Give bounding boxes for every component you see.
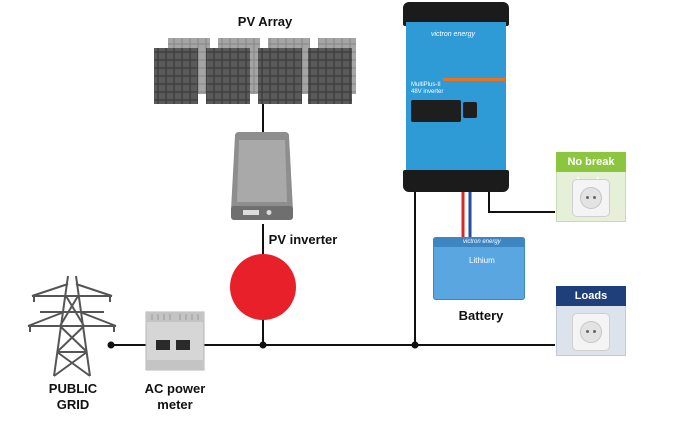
lithium-battery: victron energy Lithium [433, 237, 525, 300]
ac-meter-label-line1: AC power [144, 381, 206, 396]
loads-socket-icon [573, 314, 609, 350]
pv-inverter-icon [231, 132, 293, 220]
multiplus-orange-stripe [443, 78, 505, 81]
multiplus-junction-dot [411, 341, 419, 349]
multiplus-model-line1: MultiPlus-II [411, 82, 441, 88]
multiplus-model-line2: 48V inverter [411, 89, 444, 95]
multiplus-inverter-charger: victron energy MultiPlus-II 48V inverter [403, 2, 509, 192]
grid-junction-dot [107, 341, 115, 349]
ac-power-meter-icon [145, 311, 205, 371]
multiplus-panel-switch [463, 102, 477, 118]
pv-inverter-label: PV inverter [268, 232, 338, 247]
loads-box: Loads [556, 286, 626, 356]
ac-indicator-circle [230, 254, 296, 320]
public-grid-label-line2: GRID [56, 397, 90, 412]
loads-title: Loads [556, 286, 626, 306]
no-break-loads-socket-icon [573, 180, 609, 216]
battery-brand: victron energy [463, 239, 501, 245]
pv-junction-dot [259, 341, 267, 349]
no-break-loads-title: No break loads [556, 152, 626, 188]
pv-array-icon [154, 38, 356, 104]
public-grid-label-line1: PUBLIC [48, 381, 98, 396]
battery-label: Battery [458, 308, 504, 323]
multiplus-body [406, 22, 506, 172]
multiplus-ac-out-wire [488, 190, 555, 213]
no-break-loads-box: No break loads [556, 152, 626, 222]
pv-array-label: PV Array [237, 14, 293, 29]
multiplus-bottom-cap [403, 170, 509, 192]
power-pylon-icon [27, 275, 117, 377]
ac-meter-label-line2: meter [157, 397, 193, 412]
multiplus-brand: victron energy [431, 31, 475, 38]
battery-top-strip [433, 237, 525, 247]
battery-title: Lithium [469, 256, 495, 265]
multiplus-control-panel [411, 100, 461, 122]
